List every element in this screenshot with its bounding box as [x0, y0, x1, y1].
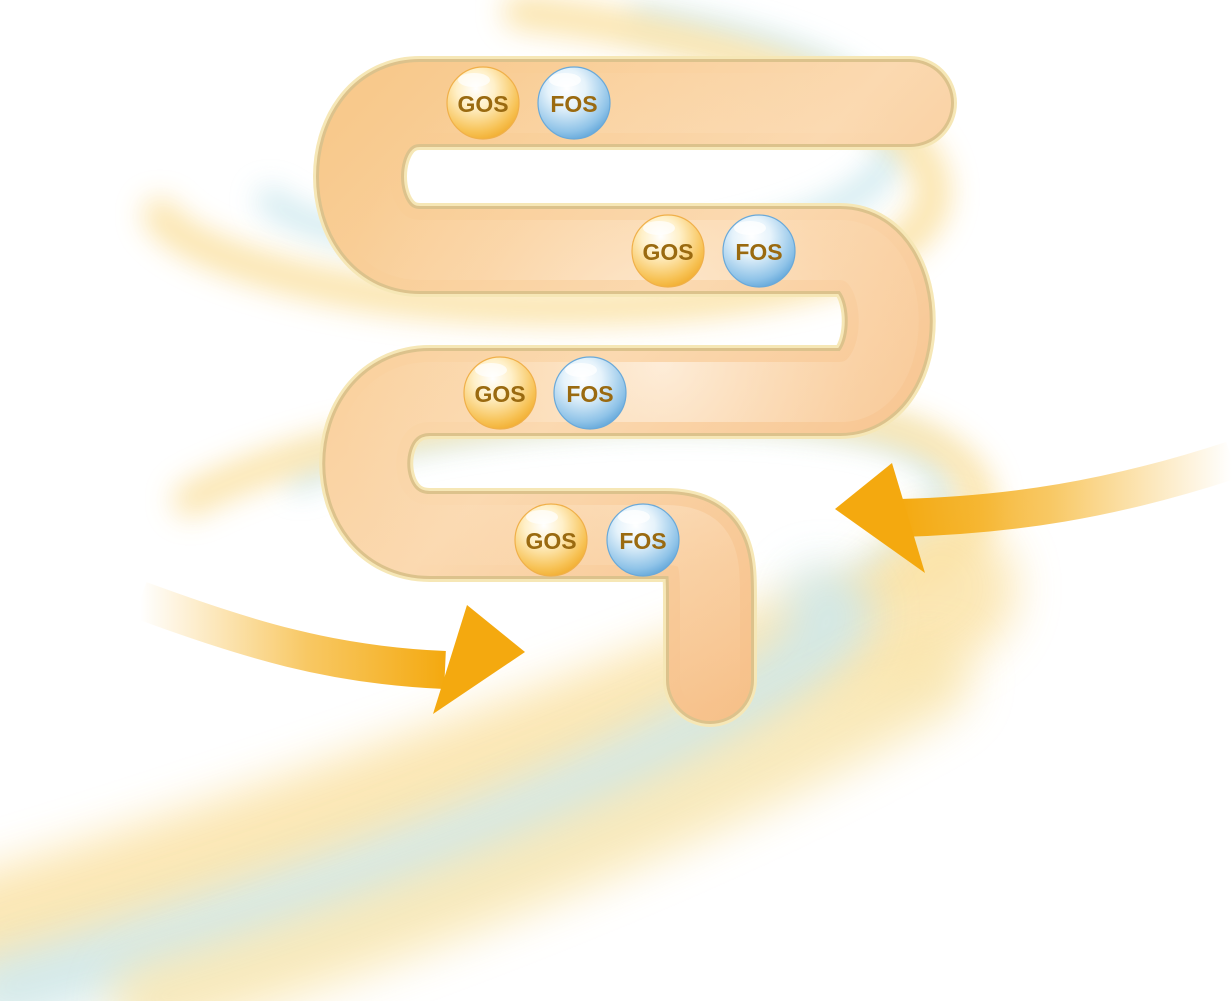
swirl-blue-bottom [0, 565, 875, 1001]
fos-bubble-icon: FOS [722, 214, 796, 288]
arrow-left-icon [835, 441, 1232, 573]
gos-bubble-icon: GOS [446, 66, 520, 140]
swirl-yellow-bottom-2 [110, 640, 970, 1001]
swirl-yellow-bottom [0, 510, 1016, 990]
gos-label: GOS [457, 91, 508, 117]
gos-bubble-icon: GOS [514, 503, 588, 577]
bubble-layer: GOS FOS GOS FOS GOS FOS [446, 66, 796, 577]
fos-label: FOS [735, 239, 782, 265]
gos-label: GOS [474, 381, 525, 407]
gos-bubble-icon: GOS [463, 356, 537, 430]
gos-label: GOS [642, 239, 693, 265]
fos-label: FOS [566, 381, 613, 407]
arrow-right-icon [133, 582, 525, 714]
gos-bubble-icon: GOS [631, 214, 705, 288]
fos-label: FOS [619, 528, 666, 554]
fos-label: FOS [550, 91, 597, 117]
gos-label: GOS [525, 528, 576, 554]
fos-bubble-icon: FOS [553, 356, 627, 430]
fos-bubble-icon: FOS [537, 66, 611, 140]
fos-bubble-icon: FOS [606, 503, 680, 577]
